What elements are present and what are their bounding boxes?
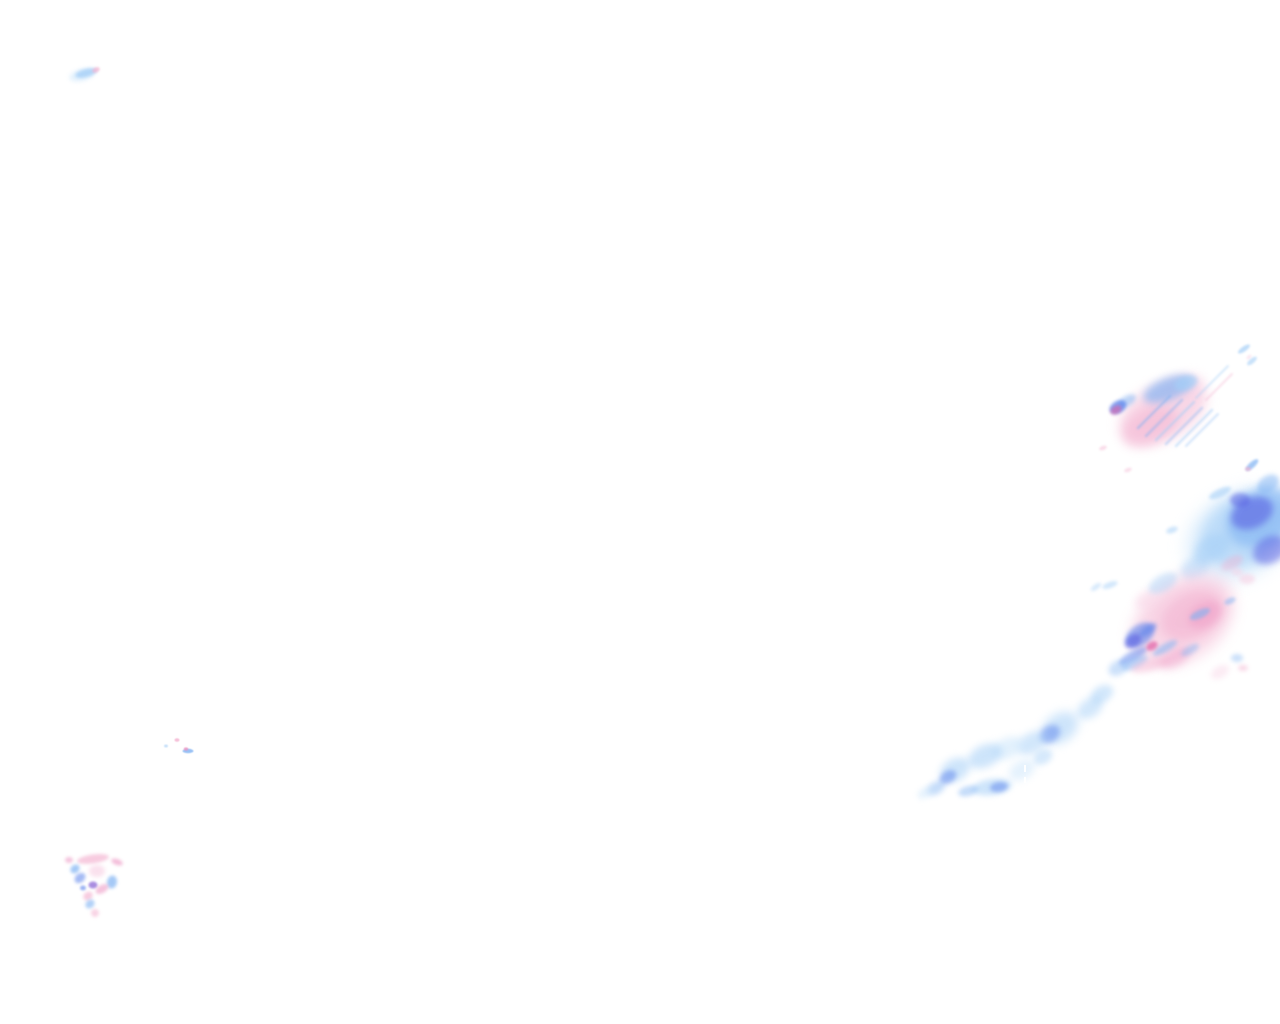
radar-cell-ne-mix	[1195, 365, 1229, 399]
radar-cell-east-pink	[1146, 641, 1158, 651]
radar-cell-nw-streak	[75, 68, 97, 78]
radar-cell-se-band	[939, 770, 957, 784]
radar-cell-east-pink	[1090, 582, 1102, 592]
radar-cell-east-blue	[1245, 467, 1251, 471]
radar-cell-east-pink	[1224, 597, 1236, 605]
radar-cell-se-band	[958, 785, 978, 797]
radar-cell-east-pink	[1122, 655, 1148, 671]
radar-cell-nw-streak	[92, 67, 100, 73]
radar-cell-se-band	[1024, 765, 1026, 772]
radar-cell-se-band	[1017, 731, 1047, 755]
radar-cell-sw-cluster	[77, 854, 109, 864]
radar-cell-east-pink	[1118, 646, 1148, 666]
radar-cell-sw-cluster	[74, 872, 86, 884]
radar-cell-sw-cluster	[95, 884, 109, 894]
radar-cell-ne-mix	[1154, 400, 1196, 442]
radar-cell-sw-cluster	[80, 885, 86, 891]
radar-cell-se-band	[1077, 697, 1103, 719]
radar-cell-east-pink	[1152, 640, 1178, 656]
radar-cell-west-specks	[174, 738, 180, 742]
radar-cell-sw-cluster	[85, 899, 95, 909]
radar-cell-ne-mix	[1124, 467, 1132, 473]
radar-cell-east-pink	[1148, 572, 1178, 594]
radar-cell-ne-mix	[1174, 408, 1214, 448]
radar-cell-ne-mix	[1144, 398, 1184, 438]
radar-cell-ne-mix	[1136, 394, 1172, 430]
radar-cell-east-blue	[1231, 568, 1243, 576]
radar-cell-se-band	[990, 781, 1008, 793]
radar-cell-ne-mix	[1122, 404, 1178, 448]
radar-cell-east-pink	[1189, 608, 1211, 620]
radar-cell-ne-mix	[1238, 344, 1250, 354]
radar-cell-se-band	[968, 743, 1002, 769]
radar-cell-east-pink	[1139, 623, 1157, 637]
radar-cell-sw-cluster	[70, 864, 80, 874]
radar-cell-east-blue	[1166, 526, 1178, 534]
radar-cell-se-band	[1009, 759, 1035, 781]
radar-cell-west-specks	[183, 747, 189, 751]
radar-cell-se-band	[1033, 749, 1053, 765]
radar-cell-east-pink	[1231, 654, 1243, 662]
radar-cell-se-band	[1024, 777, 1026, 783]
radar-cell-east-blue	[1257, 474, 1279, 494]
radar-cell-east-pink	[1181, 643, 1199, 657]
radar-cell-east-pink	[1130, 657, 1170, 673]
radar-cell-sw-cluster	[88, 881, 98, 889]
radar-cell-east-blue	[1221, 555, 1243, 571]
radar-cell-ne-mix	[1164, 406, 1204, 446]
radar-cell-sw-cluster	[111, 858, 123, 866]
radar-cell-sw-cluster	[89, 865, 105, 877]
radar-cell-ne-mix	[1247, 356, 1257, 366]
radar-cell-east-pink	[1210, 664, 1230, 680]
radar-cell-east-blue	[1253, 535, 1280, 565]
radar-cell-sw-cluster	[65, 857, 73, 863]
radar-cell-east-blue	[1239, 574, 1255, 584]
radar-cell-east-pink	[1134, 590, 1158, 610]
radar-cell-ne-mix	[1099, 445, 1107, 451]
radar-cell-ne-mix	[1246, 354, 1252, 360]
radar-cell-east-blue	[1193, 533, 1231, 563]
radar-cell-east-pink	[1124, 633, 1142, 649]
radar-cell-se-band	[917, 787, 933, 799]
radar-cell-east-pink	[1108, 660, 1128, 676]
radar-cell-ne-mix	[1185, 413, 1219, 447]
radar-cell-ne-mix	[1110, 405, 1122, 415]
radar-cell-ne-mix	[1174, 375, 1198, 391]
radar-cell-sw-cluster	[83, 891, 93, 901]
radar-cell-east-pink	[1102, 581, 1118, 589]
radar-cell-sw-cluster	[91, 909, 99, 917]
radar-cell-sw-cluster	[106, 875, 118, 889]
radar-cell-ne-mix	[1205, 373, 1233, 401]
radar-cell-east-blue	[1230, 493, 1250, 507]
radar-cell-east-blue	[1208, 486, 1232, 500]
radar-cell-east-pink	[1238, 665, 1248, 671]
radar-cell-west-specks	[164, 744, 168, 748]
